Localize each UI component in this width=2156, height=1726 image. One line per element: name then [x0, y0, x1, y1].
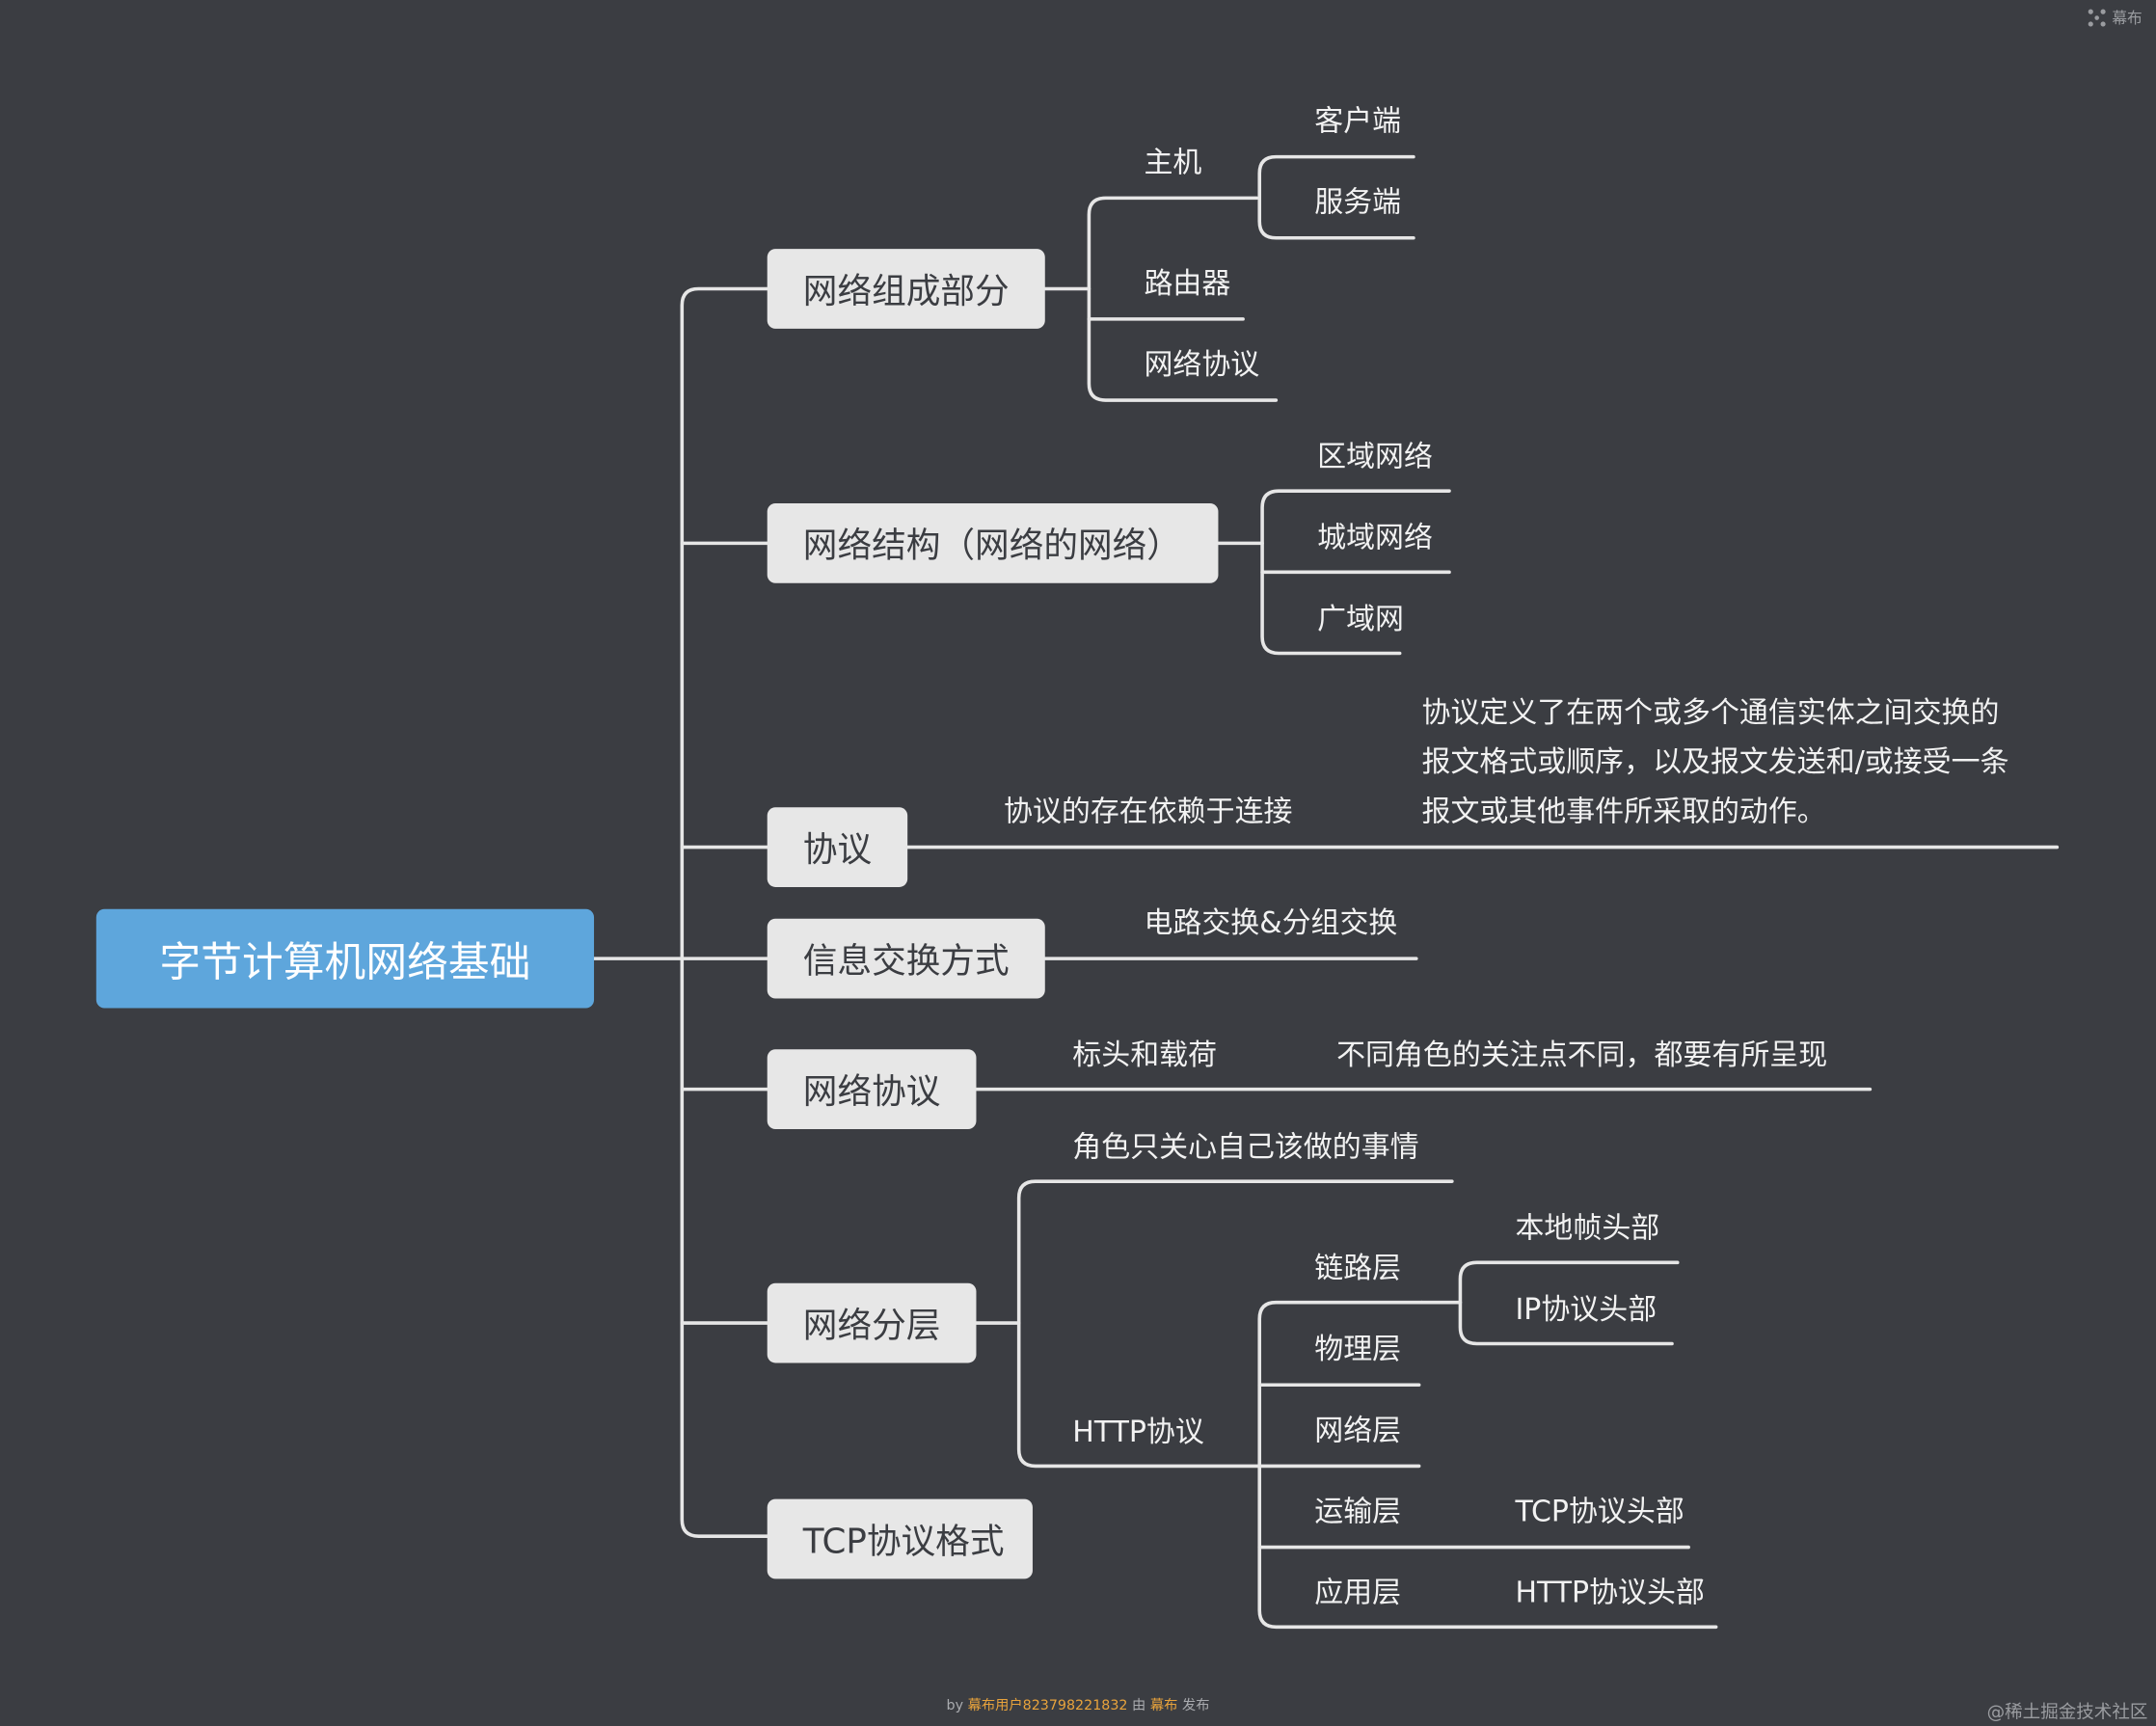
leaf-man[interactable]: 城域网络	[1317, 521, 1433, 554]
leaf-host[interactable]: 主机	[1144, 146, 1202, 179]
leaf-local-frame-header[interactable]: 本地帧头部	[1515, 1211, 1660, 1245]
leaf-protocol-definition-line2[interactable]: 报文格式或顺序，以及报文发送和/或接受一条	[1421, 745, 2009, 779]
leaf-application-layer[interactable]: 应用层	[1314, 1576, 1402, 1609]
leaf-roles-focus[interactable]: 不同角色的关注点不同，都要有所呈现	[1336, 1038, 1828, 1072]
leaf-network-protocol[interactable]: 网络协议	[1144, 347, 1260, 382]
leaf-protocol-note[interactable]: 协议的存在依赖于连接	[1003, 795, 1293, 828]
footer-user-link[interactable]: 幕布用户823798221832	[967, 1698, 1128, 1714]
mubu-logo-icon	[2088, 9, 2106, 27]
leaf-http-header[interactable]: HTTP协议头部	[1515, 1576, 1705, 1609]
leaf-switching[interactable]: 电路交换&分组交换	[1144, 905, 1398, 940]
root-topic[interactable]: 字节计算机网络基础	[95, 908, 595, 1009]
leaf-router[interactable]: 路由器	[1144, 266, 1231, 300]
leaf-link-layer[interactable]: 链路层	[1314, 1251, 1402, 1285]
topic-network-protocol[interactable]: 网络协议	[767, 1049, 977, 1129]
leaf-physical-layer[interactable]: 物理层	[1314, 1333, 1402, 1366]
leaf-http-protocol[interactable]: HTTP协议	[1072, 1415, 1204, 1448]
leaf-roles-concern[interactable]: 角色只关心自己该做的事情	[1072, 1130, 1419, 1164]
topic-network-layers[interactable]: 网络分层	[767, 1282, 977, 1363]
footer-brand-link[interactable]: 幕布	[1149, 1698, 1178, 1714]
leaf-transport-layer[interactable]: 运输层	[1314, 1495, 1402, 1528]
leaf-network-layer[interactable]: 网络层	[1314, 1414, 1402, 1447]
leaf-header-payload[interactable]: 标头和载荷	[1072, 1038, 1218, 1072]
leaf-lan[interactable]: 区域网络	[1317, 440, 1433, 473]
watermark: @稀土掘金技术社区	[1986, 1702, 2148, 1724]
footer-credit: by 幕布用户823798221832 由 幕布 发布	[0, 1693, 2156, 1713]
topic-protocol[interactable]: 协议	[767, 807, 908, 887]
footer-by: by	[946, 1698, 964, 1714]
footer-mid: 由	[1132, 1698, 1146, 1714]
topic-exchange-method[interactable]: 信息交换方式	[767, 918, 1045, 999]
leaf-protocol-definition-line3[interactable]: 报文或其他事件所采取的动作。	[1421, 795, 1826, 828]
brand-badge[interactable]: 幕布	[2088, 7, 2143, 29]
footer-end: 发布	[1181, 1698, 1210, 1714]
topic-network-components[interactable]: 网络组成部分	[767, 249, 1045, 329]
leaf-protocol-definition-line1[interactable]: 协议定义了在两个或多个通信实体之间交换的	[1421, 695, 2000, 729]
topic-network-structure[interactable]: 网络结构（网络的网络）	[767, 503, 1219, 583]
leaf-server[interactable]: 服务端	[1314, 185, 1402, 219]
leaf-ip-header[interactable]: IP协议头部	[1515, 1292, 1657, 1326]
leaf-wan[interactable]: 广域网	[1317, 602, 1404, 635]
leaf-client[interactable]: 客户端	[1314, 104, 1402, 138]
leaf-tcp-header[interactable]: TCP协议头部	[1515, 1495, 1684, 1528]
topic-tcp-format[interactable]: TCP协议格式	[767, 1498, 1033, 1579]
brand-text: 幕布	[2112, 9, 2143, 28]
